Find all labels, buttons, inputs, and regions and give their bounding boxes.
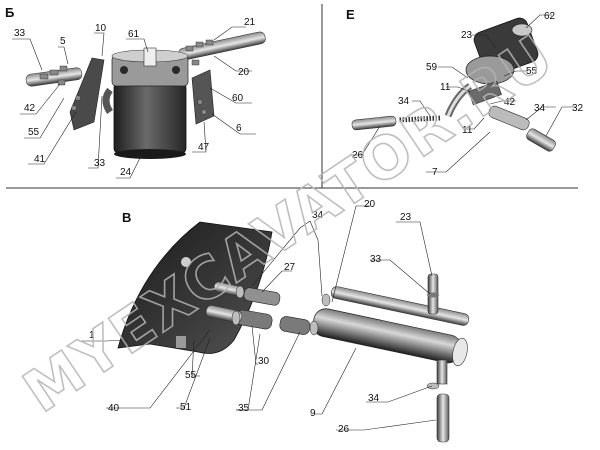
pipe-26: [436, 393, 450, 443]
section-b-labels: 33 5 10 61 21 20 42 55 41 33 24 60 6 47: [14, 17, 256, 178]
spring-hose: [397, 115, 441, 123]
part-label: 33: [14, 28, 26, 39]
hose-35: [279, 316, 311, 335]
section-e-labels: 62 23 59 55 11 42 34 32 34 11 26 7: [352, 11, 584, 178]
part-label: 11: [440, 82, 451, 93]
part-label: 42: [504, 97, 516, 108]
section-dividers: [6, 4, 578, 189]
part-label: 35: [238, 403, 250, 414]
part-label: 30: [258, 356, 270, 367]
part-label: 55: [185, 370, 197, 381]
part-label: 59: [426, 62, 438, 73]
part-label: 42: [24, 103, 36, 114]
part-label: 33: [370, 254, 382, 265]
part-label: 61: [128, 29, 140, 40]
part-label: 26: [338, 424, 350, 435]
part-label: 51: [180, 402, 192, 413]
pipe-right-end: [526, 128, 556, 152]
hose-right: [488, 105, 530, 131]
part-label: 34: [312, 210, 324, 221]
section-v-title: В: [122, 210, 131, 225]
part-label: 32: [572, 103, 584, 114]
part-label: 55: [526, 66, 538, 77]
bracket-right: [191, 69, 215, 125]
part-label: 34: [534, 103, 546, 114]
pipe-20: [330, 286, 470, 326]
section-v-labels: 34 20 23 27 33 1 55 40 51 30 35 9 34 26: [89, 199, 412, 435]
part-label: 55: [28, 127, 40, 138]
part-label: 40: [108, 403, 120, 414]
section-e-artwork: [351, 14, 576, 173]
section-titles: Б Е В: [5, 5, 355, 225]
part-label: 27: [284, 262, 296, 273]
part-label: 34: [398, 96, 410, 107]
drain-hose: [102, 87, 113, 114]
part-label: 21: [244, 17, 256, 28]
pipe-short-left: [351, 115, 397, 131]
part-label: 20: [238, 67, 250, 78]
part-label: 26: [352, 150, 364, 161]
part-label: 20: [364, 199, 376, 210]
section-b-artwork: [12, 26, 266, 179]
section-v-artwork: [82, 205, 470, 443]
hose-27: [243, 287, 281, 306]
bracket-left: [69, 57, 105, 131]
part-label: 24: [120, 167, 132, 178]
part-label: 6: [236, 123, 242, 134]
section-e-title: Е: [346, 7, 355, 22]
section-b-title: Б: [5, 5, 14, 20]
part-label: 23: [400, 212, 412, 223]
part-label: 34: [368, 393, 380, 404]
part-label: 47: [198, 142, 210, 153]
part-label: 5: [60, 36, 66, 47]
part-label: 7: [432, 167, 438, 178]
part-label: 23: [461, 30, 473, 41]
part-label: 60: [232, 93, 244, 104]
part-label: 1: [89, 330, 95, 341]
part-label: 33: [94, 158, 106, 169]
part-label: 9: [310, 408, 316, 419]
part-label: 62: [544, 11, 556, 22]
part-label: 41: [34, 154, 46, 165]
watermark-text: MYEXCAVATOR.RU: [11, 21, 566, 426]
part-label: 10: [95, 23, 107, 34]
part-label: 11: [462, 125, 473, 136]
